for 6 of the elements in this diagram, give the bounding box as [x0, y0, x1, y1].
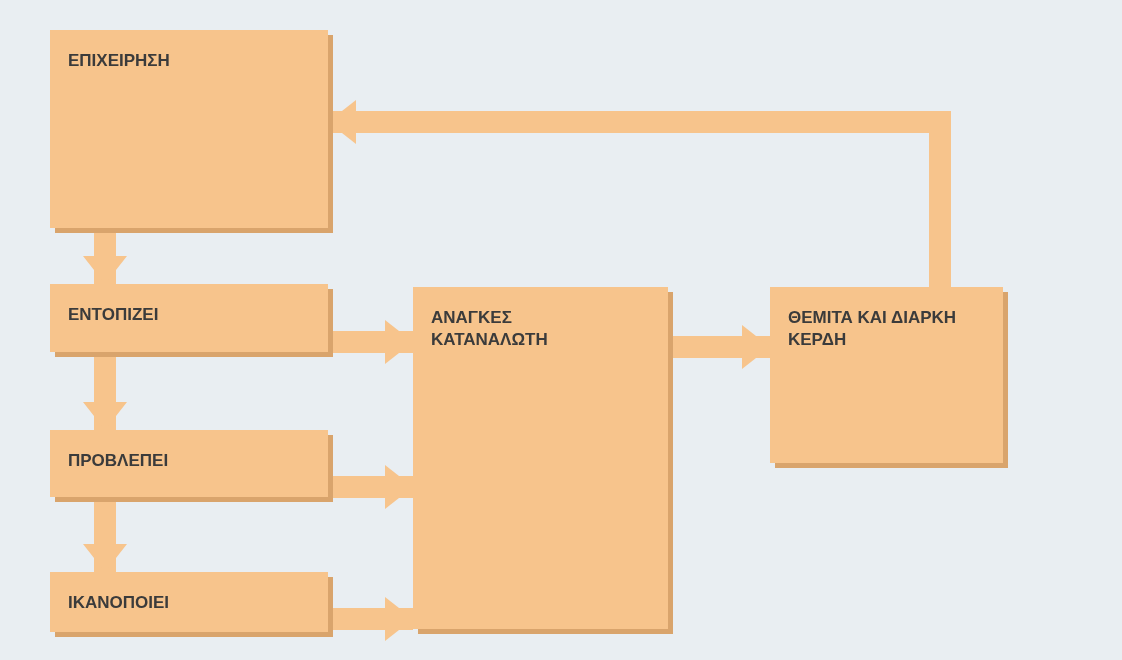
- box-label: ΕΝΤΟΠΙΖΕΙ: [68, 304, 160, 326]
- box-label: ΠΡΟΒΛΕΠΕΙ: [68, 450, 170, 472]
- box-label: ΑΝΑΓΚΕΣ ΚΑΤΑΝΑΛΩΤΗ: [431, 307, 549, 352]
- box-label: ΙΚΑΝΟΠΟΙΕΙ: [68, 592, 171, 614]
- box-label: ΘΕΜΙΤΑ ΚΑΙ ΔΙΑΡΚΗ ΚΕΡΔΗ: [788, 307, 958, 352]
- box-label: ΕΠΙΧΕΙΡΗΣΗ: [68, 50, 171, 72]
